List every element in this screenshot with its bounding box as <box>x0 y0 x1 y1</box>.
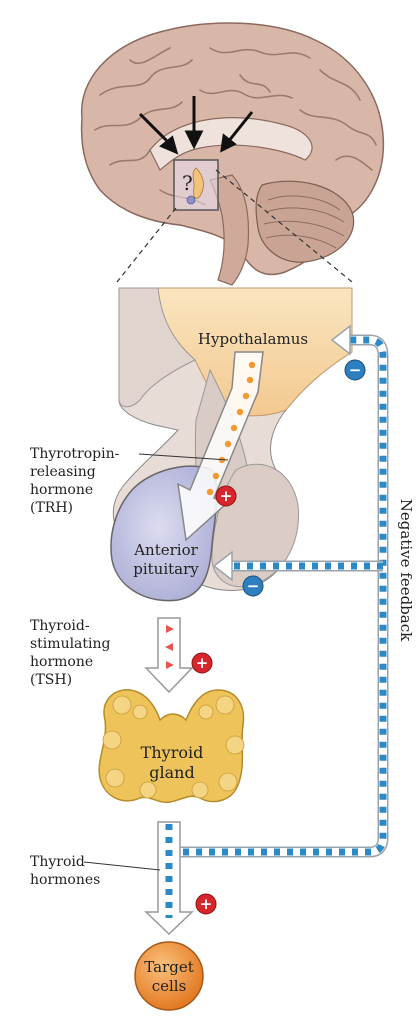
svg-text:Anterior: Anterior <box>133 541 198 559</box>
negative-feedback-label: Negative feedback <box>397 499 415 642</box>
cerebellum <box>255 180 355 263</box>
trh-dots <box>206 361 256 496</box>
svg-text:(TRH): (TRH) <box>30 500 73 516</box>
inhibit-sign-hypothalamus: − <box>344 359 366 381</box>
svg-text:pituitary: pituitary <box>133 560 199 578</box>
zoom-line-right <box>215 169 353 283</box>
inhibit-sign-pituitary: − <box>242 575 264 597</box>
tsh-triangles <box>165 625 174 669</box>
svg-text:stimulating: stimulating <box>30 636 111 652</box>
feedback-arrowhead-pituitary <box>212 550 233 582</box>
svg-text:hormones: hormones <box>30 872 100 888</box>
hypothalamus-label: Hypothalamus <box>198 330 308 348</box>
input-arrows <box>138 96 254 155</box>
tsh-arrow <box>144 617 194 694</box>
svg-text:+: + <box>220 487 233 505</box>
svg-text:Thyrotropin-: Thyrotropin- <box>30 446 120 462</box>
feedback-arrowhead-hypothalamus <box>330 324 351 356</box>
svg-text:(TSH): (TSH) <box>30 672 72 688</box>
trh-arrow <box>177 351 264 542</box>
thyroid-hormones-label: Thyroid hormones <box>30 854 161 888</box>
svg-text:Thyroid-: Thyroid- <box>30 618 90 634</box>
target-cells-label-line1: Target <box>144 958 193 976</box>
svg-text:+: + <box>200 895 213 913</box>
trh-label: Thyrotropin- releasing hormone (TRH) <box>30 446 229 516</box>
negative-feedback-loop: Negative feedback <box>170 324 415 858</box>
tsh-label: Thyroid- stimulating hormone (TSH) <box>30 618 111 688</box>
thyroid-gland-label-line2: gland <box>149 763 194 782</box>
svg-text:Thyroid: Thyroid <box>30 854 85 870</box>
stimulate-sign-tsh: + <box>191 652 213 674</box>
svg-text:+: + <box>196 654 209 672</box>
brain-illustration: ? <box>80 22 385 286</box>
thyroid-gland-label-line1: Thyroid <box>141 743 204 762</box>
svg-text:−: − <box>247 577 260 595</box>
target-cells-label-line2: cells <box>152 977 187 995</box>
target-cells: Target cells <box>134 941 204 1011</box>
svg-text:releasing: releasing <box>30 464 96 480</box>
stimulate-sign-trh: + <box>215 485 237 507</box>
brain-question-mark: ? <box>182 171 193 195</box>
stimulate-sign-target: + <box>195 893 217 915</box>
zoom-line-left <box>116 207 177 283</box>
anterior-pituitary-label: Anterior pituitary <box>133 541 199 578</box>
svg-text:hormone: hormone <box>30 482 93 498</box>
thyroid-hormones-arrow <box>144 821 194 936</box>
hormones-leader-line <box>83 861 161 871</box>
svg-text:hormone: hormone <box>30 654 93 670</box>
svg-text:−: − <box>349 361 362 379</box>
thyroid-gland: Thyroid gland <box>98 689 245 804</box>
trh-leader-line <box>138 453 229 461</box>
